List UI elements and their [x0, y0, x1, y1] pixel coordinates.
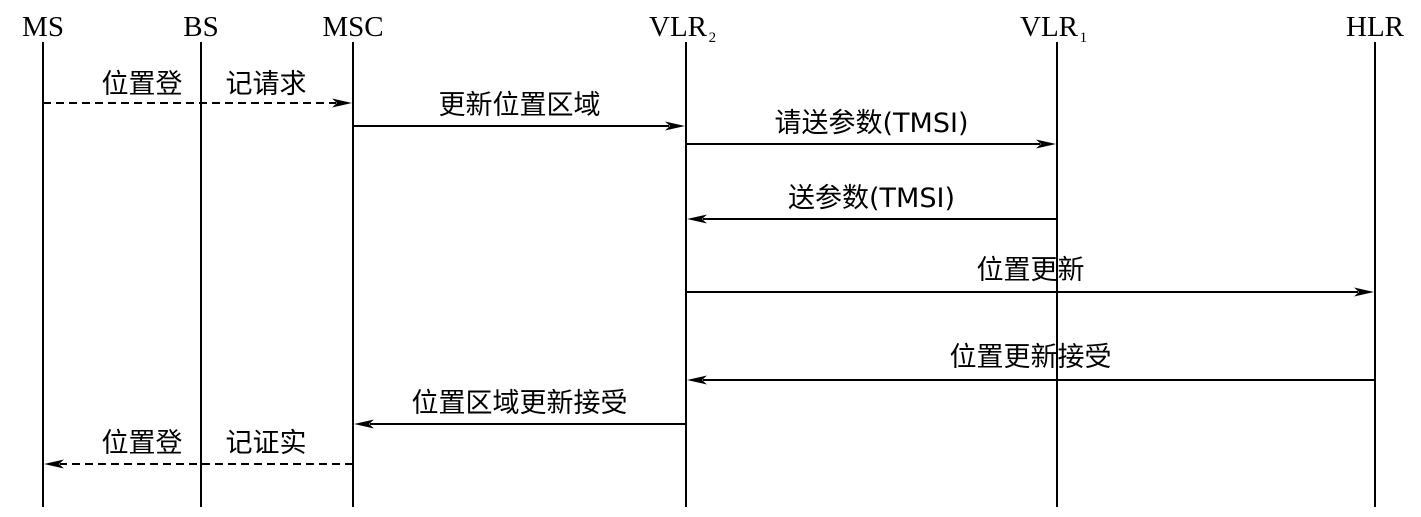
participant-label-bs: BS [183, 11, 218, 43]
message-8: 位置登 记证实 [44, 428, 353, 469]
participant-label-vlr1: VLR [1020, 11, 1079, 43]
arrowhead [332, 98, 352, 108]
message-label: 记证实 [226, 428, 307, 459]
message-1: 位置登 记请求 [43, 69, 352, 108]
message-3: 请送参数(TMSI) [686, 108, 1056, 149]
arrowhead [687, 375, 707, 385]
message-label: 位置登 [102, 428, 183, 459]
participant-subscript-vlr1: 1 [1080, 30, 1088, 46]
message-7: 位置区域更新接受 [354, 388, 686, 429]
message-2: 更新位置区域 [353, 90, 685, 131]
message-label: 请送参数(TMSI) [775, 108, 969, 139]
arrowhead [1354, 287, 1374, 297]
arrowhead [687, 214, 707, 224]
participant-label-ms: MS [22, 11, 64, 43]
message-6: 位置更新接受 [687, 342, 1375, 385]
message-5: 位置更新 [686, 255, 1374, 297]
arrowhead [665, 121, 685, 131]
arrowhead [354, 419, 374, 429]
message-label: 位置更新接受 [950, 342, 1112, 373]
participant-label-msc: MSC [322, 11, 383, 43]
participant-label-vlr2: VLR [649, 11, 708, 43]
message-label: 位置区域更新接受 [412, 388, 628, 419]
lifelines [42, 42, 1376, 507]
message-label: 位置更新 [977, 255, 1085, 286]
message-label: 位置登 [102, 69, 183, 100]
participant-subscript-vlr2: 2 [709, 30, 717, 46]
message-label: 更新位置区域 [439, 90, 601, 121]
arrowhead [44, 459, 64, 469]
message-label: 记请求 [226, 69, 307, 100]
message-4: 送参数(TMSI) [687, 183, 1057, 224]
arrowhead [1036, 139, 1056, 149]
message-label: 送参数(TMSI) [788, 183, 955, 214]
participant-label-hlr: HLR [1346, 11, 1405, 43]
